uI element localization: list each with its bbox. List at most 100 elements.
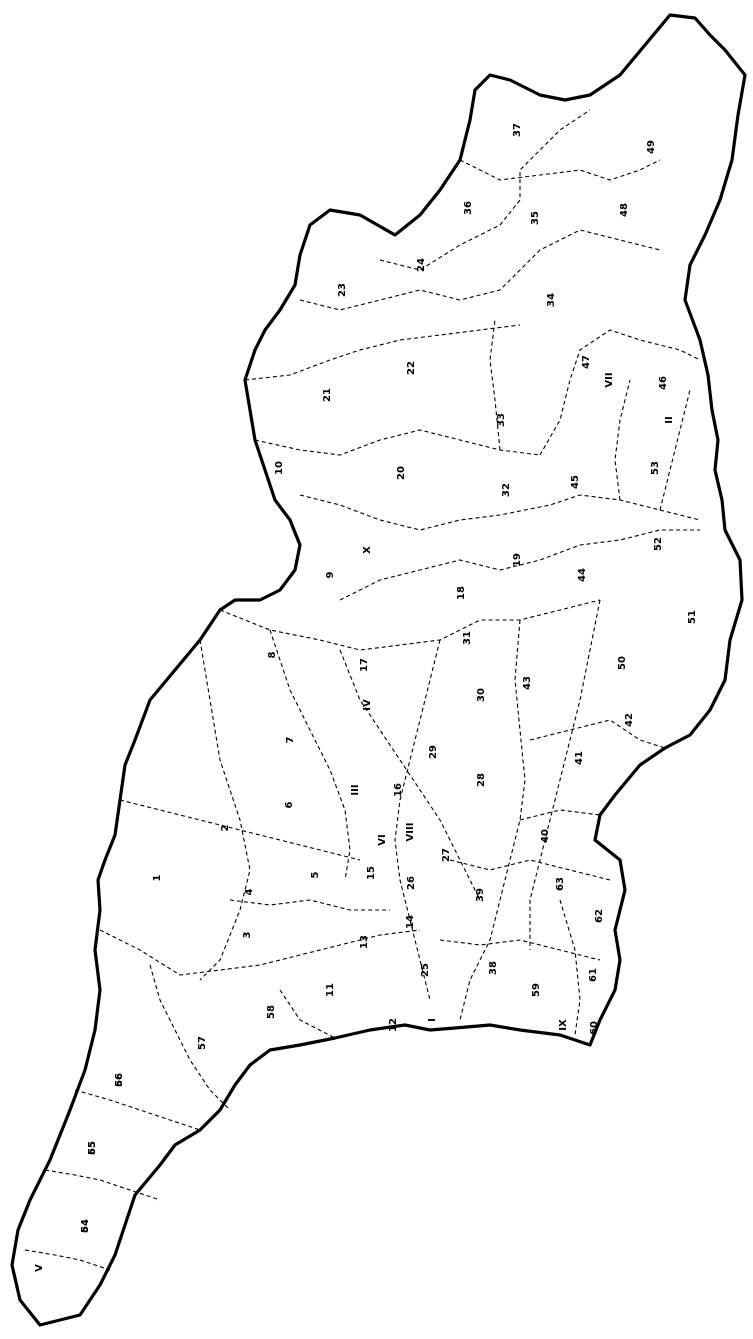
region-label-53: 53 [650, 461, 661, 475]
internal-boundary-f [459, 159, 661, 181]
internal-boundary-u [119, 799, 361, 861]
region-label-51: 51 [687, 610, 698, 624]
internal-boundary-w [229, 899, 390, 911]
region-label-5: 5 [310, 871, 321, 878]
region-label-55: 55 [87, 1141, 98, 1155]
region-label-33: 33 [496, 413, 507, 427]
region-label-34: 34 [546, 293, 557, 307]
region-label-39: 39 [475, 888, 486, 902]
internal-boundary-r [519, 809, 601, 821]
region-label-54: 54 [80, 1219, 91, 1233]
map-outer-boundary [10, 13, 747, 1327]
internal-boundary-v [99, 929, 421, 976]
internal-boundary-g [489, 319, 501, 451]
region-label-3: 3 [242, 931, 253, 938]
region-label-36: 36 [463, 201, 474, 215]
region-label-2: 2 [220, 824, 231, 831]
region-label-46: 46 [658, 376, 669, 390]
internal-boundary-c [244, 324, 521, 381]
region-label-62: 62 [594, 909, 605, 923]
internal-boundary-x [279, 989, 336, 1039]
region-label-X: X [362, 546, 373, 554]
region-label-II: II [664, 416, 675, 423]
region-label-13: 13 [359, 935, 370, 949]
region-label-47: 47 [581, 355, 592, 369]
internal-boundary-ac [559, 899, 581, 1036]
region-label-III: III [350, 784, 361, 795]
region-label-10: 10 [274, 461, 285, 475]
region-label-42: 42 [624, 713, 635, 727]
region-label-66: 66 [114, 1073, 125, 1087]
region-label-27: 27 [441, 848, 452, 862]
region-label-18: 18 [456, 586, 467, 600]
region-label-57: 57 [197, 1036, 208, 1050]
region-label-1: 1 [152, 874, 163, 881]
region-label-49: 49 [646, 140, 657, 154]
region-label-60: 60 [589, 1021, 600, 1035]
internal-boundary-e [379, 109, 591, 271]
internal-boundary-m [339, 649, 481, 901]
region-label-32: 32 [501, 483, 512, 497]
region-label-23: 23 [337, 283, 348, 297]
region-label-26: 26 [406, 876, 417, 890]
region-label-48: 48 [619, 203, 630, 217]
internal-boundary-y [149, 964, 231, 1111]
region-label-IX: IX [558, 1019, 569, 1031]
region-label-17: 17 [359, 658, 370, 672]
region-label-14: 14 [405, 915, 416, 929]
region-label-63: 63 [555, 877, 566, 891]
region-label-35: 35 [530, 211, 541, 225]
region-label-44: 44 [577, 568, 588, 582]
region-label-19: 19 [512, 553, 523, 567]
internal-boundary-j [219, 599, 601, 651]
region-label-43: 43 [522, 676, 533, 690]
region-label-28: 28 [476, 773, 487, 787]
internal-boundary-p [529, 599, 601, 950]
internal-boundary-n [394, 639, 441, 1001]
region-label-9: 9 [325, 571, 336, 578]
internal-boundary-a [299, 494, 701, 531]
region-label-29: 29 [428, 745, 439, 759]
region-label-38: 38 [488, 961, 499, 975]
region-label-40: 40 [540, 829, 551, 843]
region-label-30: 30 [476, 688, 487, 702]
region-label-21: 21 [322, 388, 333, 402]
region-label-45: 45 [570, 475, 581, 489]
internal-boundary-q [529, 719, 666, 749]
internal-boundary-l [269, 629, 351, 881]
region-label-11: 11 [325, 983, 336, 997]
region-label-59: 59 [531, 983, 542, 997]
region-label-65: 65 [87, 1141, 98, 1155]
internal-boundary-aa [44, 1169, 161, 1201]
internal-boundary-ab [24, 1249, 111, 1271]
region-label-12: 12 [388, 1018, 399, 1032]
region-label-50: 50 [617, 656, 628, 670]
region-label-IV: IV [362, 699, 373, 711]
region-label-56: 56 [114, 1073, 125, 1087]
region-labels: 1234567891011121314151617181920212223242… [34, 123, 698, 1272]
region-label-VII: VII [604, 372, 615, 387]
internal-boundary-i [339, 529, 700, 601]
internal-boundary-d [299, 229, 661, 311]
region-label-8: 8 [267, 651, 278, 658]
region-label-7: 7 [285, 736, 296, 743]
internal-boundary-t [439, 939, 601, 961]
region-label-4: 4 [244, 888, 255, 895]
internal-boundary-k [199, 639, 251, 981]
region-label-41: 41 [574, 751, 585, 765]
region-label-22: 22 [406, 361, 417, 375]
region-label-24: 24 [416, 258, 427, 272]
region-label-25: 25 [420, 963, 431, 977]
region-label-37: 37 [512, 123, 523, 137]
internal-boundary-b [254, 429, 541, 456]
region-label-I: I [427, 1018, 438, 1022]
region-label-VI: VI [377, 834, 388, 845]
internal-boundary-ad [659, 389, 691, 511]
region-label-20: 20 [396, 466, 407, 480]
region-label-58: 58 [266, 1005, 277, 1019]
region-label-52: 52 [653, 537, 664, 551]
internal-boundary-ae [614, 379, 631, 501]
region-label-6: 6 [284, 801, 295, 808]
region-label-15: 15 [366, 866, 377, 880]
